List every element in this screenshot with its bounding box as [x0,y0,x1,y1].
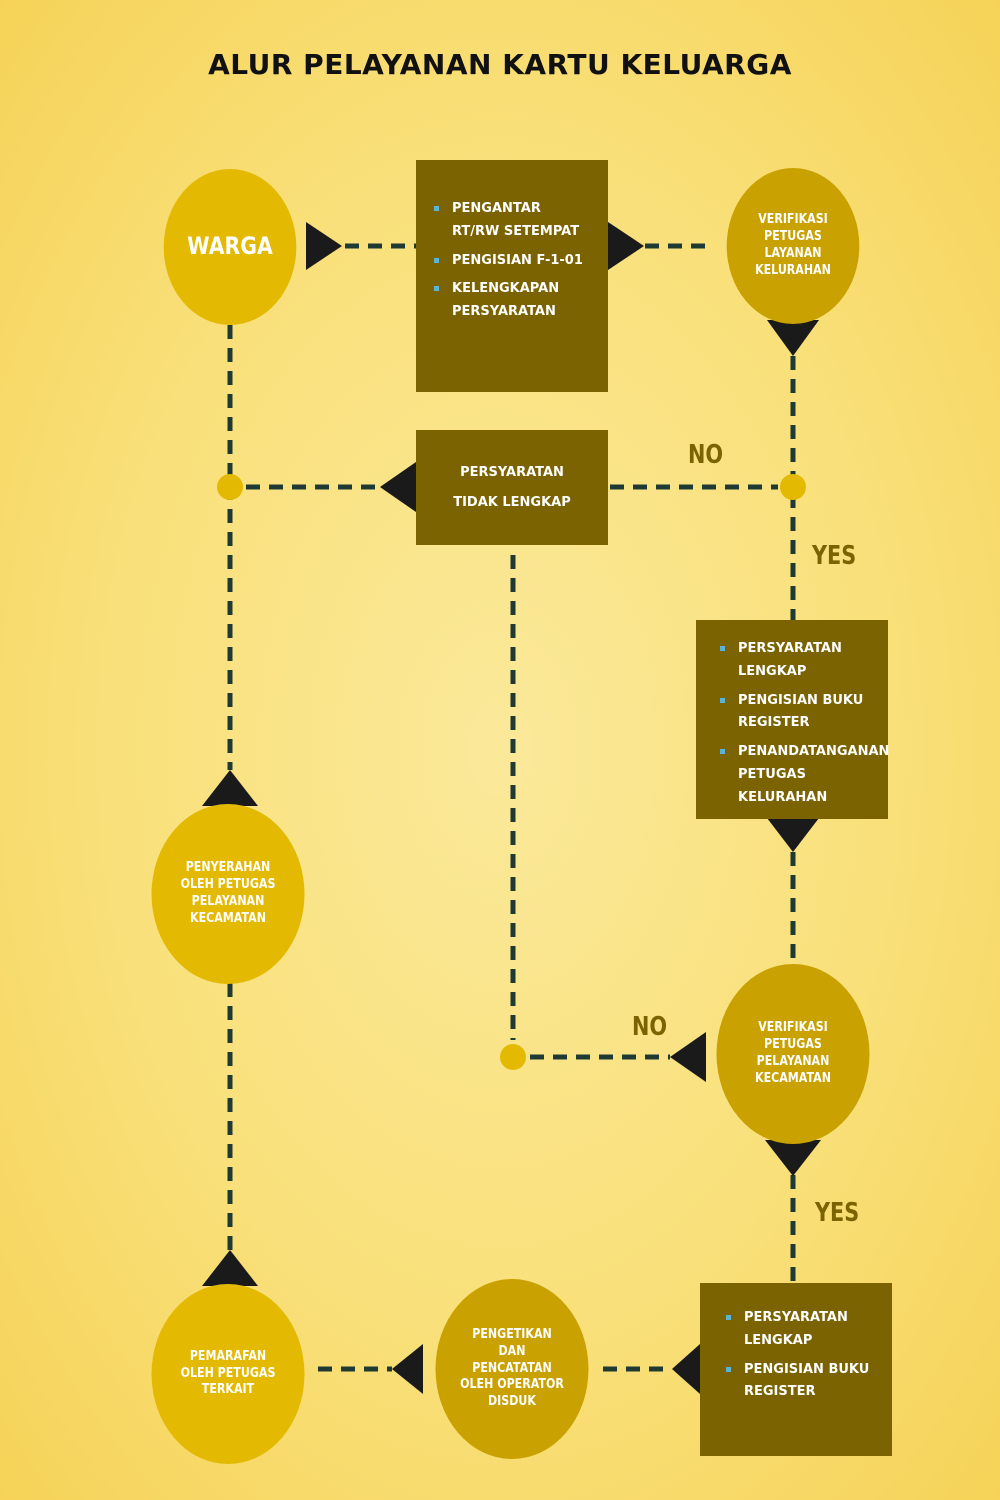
arrow-left-icon [670,1032,706,1082]
list-item: KELENGKAPAN PERSYARATAN [434,278,590,324]
list-item: PERSYARATAN LENGKAP [726,1307,878,1353]
box-kecamatan: PERSYARATAN LENGKAP PENGISIAN BUKU REGIS… [700,1283,892,1456]
bullet-icon [720,749,725,754]
list-item: PENANDATANGANAN PETUGAS KELURAHAN [720,741,889,809]
node-verifikasi-kelurahan: VERIFIKASI PETUGAS LAYANAN KELURAHAN [726,168,860,324]
label-no: NO [632,1012,668,1042]
node-penyerahan-label: PENYERAHAN OLEH PETUGAS PELAYANAN KECAMA… [180,860,276,926]
node-penyerahan: PENYERAHAN OLEH PETUGAS PELAYANAN KECAMA… [151,804,305,984]
node-verifikasi-kelurahan-label: VERIFIKASI PETUGAS LAYANAN KELURAHAN [755,212,831,278]
node-pemarafan-label: PEMARAFAN OLEH PETUGAS TERKAIT [180,1348,276,1398]
node-pengetikan: PENGETIKAN DAN PENCATATAN OLEH OPERATOR … [435,1279,589,1459]
label-yes: YES [812,541,857,571]
box-persyaratan-tidak-lengkap-label: PERSYARATAN TIDAK LENGKAP [453,464,571,510]
node-verifikasi-kecamatan: VERIFIKASI PETUGAS PELAYANAN KECAMATAN [716,964,870,1144]
node-verifikasi-kecamatan-label: VERIFIKASI PETUGAS PELAYANAN KECAMATAN [755,1020,831,1086]
bullet-icon [434,257,439,263]
arrow-left-icon [392,1344,423,1394]
bullet-icon [720,646,725,651]
list-item: PENGANTAR RT/RW SETEMPAT [434,198,590,244]
node-warga-label: WARGA [187,232,273,261]
node-pemarafan: PEMARAFAN OLEH PETUGAS TERKAIT [151,1284,305,1464]
arrow-down-icon [767,818,819,852]
list-item: PENGISIAN F-1-01 [434,250,590,273]
arrow-up-icon [202,770,258,806]
node-warga: WARGA [163,169,297,325]
box-kelurahan: PERSYARATAN LENGKAP PENGISIAN BUKU REGIS… [696,620,889,819]
junction-dot [217,474,243,500]
arrow-up-icon [202,1250,258,1286]
label-yes: YES [815,1198,860,1228]
arrow-left-icon [672,1344,700,1394]
arrow-right-icon [608,222,644,270]
node-pengetikan-label: PENGETIKAN DAN PENCATATAN OLEH OPERATOR … [460,1326,564,1410]
bullet-icon [726,1315,731,1320]
list-item: PERSYARATAN LENGKAP [720,638,874,684]
label-no: NO [688,440,724,470]
list-item: PENGISIAN BUKU REGISTER [726,1359,878,1405]
arrow-right-icon [306,222,342,270]
box-persyaratan-tidak-lengkap: PERSYARATAN TIDAK LENGKAP [416,430,608,545]
junction-dot [780,474,806,500]
bullet-icon [726,1366,731,1372]
bullet-icon [434,206,439,211]
arrow-down-icon [767,320,819,356]
list-item: PENGISIAN BUKU REGISTER [720,690,874,736]
arrow-down-icon [765,1140,821,1176]
box-requirements: PENGANTAR RT/RW SETEMPAT PENGISIAN F-1-0… [416,160,608,392]
bullet-icon [434,286,439,292]
bullet-icon [720,697,725,703]
page-title: ALUR PELAYANAN KARTU KELUARGA [208,48,792,81]
arrow-left-icon [380,462,416,512]
junction-dot [500,1044,526,1070]
